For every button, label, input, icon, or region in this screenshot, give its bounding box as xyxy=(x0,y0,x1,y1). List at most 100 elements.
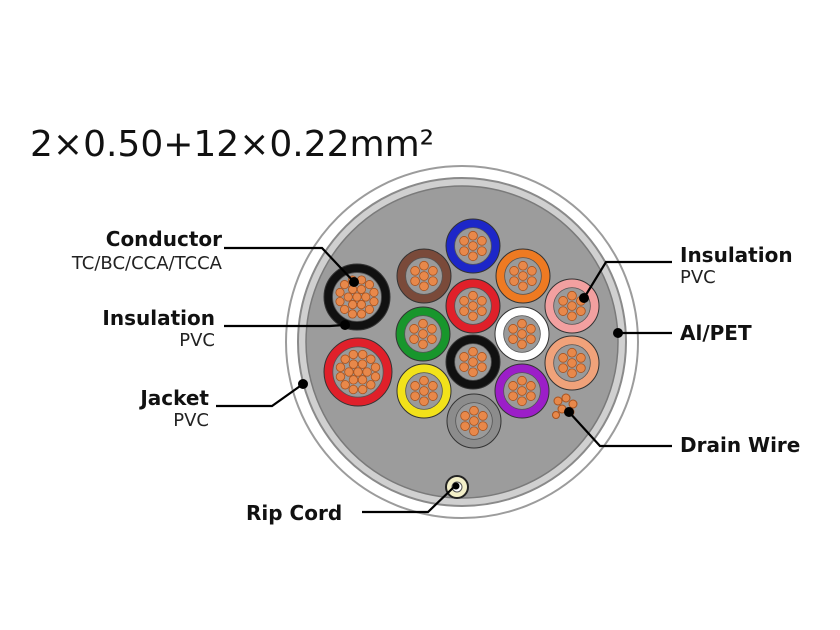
core-violet xyxy=(494,363,550,419)
jacket-leader xyxy=(216,383,304,408)
copper-strand xyxy=(526,334,536,344)
conductor-label: Conductor xyxy=(106,227,222,251)
copper-strand xyxy=(361,292,371,302)
copper-strand xyxy=(340,304,350,314)
core-red-large xyxy=(323,337,393,407)
core-gray xyxy=(446,393,502,449)
copper-strand xyxy=(410,391,420,401)
copper-strand xyxy=(558,363,568,373)
copper-strand xyxy=(478,421,488,431)
copper-strand xyxy=(369,296,379,307)
copper-strand xyxy=(460,411,470,421)
copper-strand xyxy=(418,339,428,350)
copper-strand xyxy=(348,359,359,369)
conductor-pointer-dot xyxy=(349,277,359,287)
copper-strand xyxy=(410,276,420,286)
copper-strand xyxy=(567,311,577,322)
copper-strand xyxy=(508,334,518,344)
copper-strand xyxy=(468,367,478,378)
copper-strand xyxy=(347,309,358,319)
core-salmon xyxy=(544,335,600,391)
copper-strand xyxy=(459,246,469,256)
copper-strand xyxy=(362,367,372,377)
copper-strand xyxy=(469,426,479,437)
insulation-right-label: Insulation xyxy=(680,243,793,267)
copper-strand xyxy=(370,362,381,372)
copper-strand xyxy=(558,306,568,316)
copper-strand xyxy=(459,362,469,372)
copper-strand xyxy=(419,386,429,396)
copper-strand xyxy=(459,306,469,316)
copper-strand xyxy=(460,421,470,431)
copper-strand xyxy=(419,396,429,407)
core-blue xyxy=(445,218,501,274)
copper-strand xyxy=(518,281,528,292)
copper-strand xyxy=(353,367,363,377)
core-brown xyxy=(396,248,452,304)
copper-strand xyxy=(517,375,527,386)
copper-strand xyxy=(335,372,346,382)
copper-strand xyxy=(419,271,429,281)
core-orange xyxy=(495,248,551,304)
copper-strand xyxy=(526,381,536,391)
copper-strand xyxy=(477,352,487,362)
copper-strand xyxy=(418,318,428,329)
copper-strand xyxy=(576,306,586,316)
copper-strand xyxy=(358,349,368,360)
copper-strand xyxy=(558,296,568,306)
insulation-left-sub-label: PVC xyxy=(179,330,215,351)
copper-strand xyxy=(340,380,350,390)
copper-strand xyxy=(357,375,368,385)
copper-strand xyxy=(366,380,376,390)
copper-strand xyxy=(576,363,586,373)
insulation-left-leader xyxy=(224,323,346,328)
copper-strand xyxy=(517,339,527,350)
al-pet-label: Al/PET xyxy=(680,321,752,345)
copper-strand xyxy=(508,324,518,334)
copper-strand xyxy=(468,290,478,301)
copper-strand xyxy=(419,281,429,292)
copper-strand xyxy=(418,329,428,339)
copper-strand xyxy=(356,284,366,294)
copper-strand xyxy=(477,306,487,316)
copper-strand xyxy=(567,358,577,368)
copper-strand xyxy=(366,354,376,364)
cable-cross-section xyxy=(285,165,639,519)
copper-strand xyxy=(477,246,487,256)
rip-cord-leader xyxy=(362,484,457,514)
copper-strand xyxy=(427,324,437,334)
copper-strand xyxy=(348,349,358,360)
insulation-left-pointer-dot xyxy=(340,320,350,330)
leader-lines xyxy=(216,246,672,514)
core-white xyxy=(494,306,550,362)
copper-strand xyxy=(517,396,527,407)
insulation-right-sub-label: PVC xyxy=(680,267,716,288)
copper-strand xyxy=(357,359,368,369)
copper-strand xyxy=(509,266,519,276)
diagram-title: 2×0.50+12×0.22mm² xyxy=(30,124,434,165)
copper-strand xyxy=(468,241,478,251)
core-black xyxy=(445,334,501,390)
copper-strand xyxy=(567,368,577,379)
copper-strand xyxy=(469,416,479,426)
jacket-sub-label: PVC xyxy=(173,410,209,431)
conductor-sub-label: TC/BC/CCA/TCCA xyxy=(71,253,223,274)
copper-strand xyxy=(468,230,478,241)
copper-strand xyxy=(364,304,374,314)
copper-strand xyxy=(340,280,350,290)
copper-strand xyxy=(352,292,362,302)
copper-strand xyxy=(526,391,536,401)
copper-strand xyxy=(427,334,437,344)
copper-strand xyxy=(477,236,487,246)
copper-strand xyxy=(508,381,518,391)
core-yellow xyxy=(396,363,452,419)
copper-strand xyxy=(459,296,469,306)
copper-strand xyxy=(419,260,429,271)
copper-strand xyxy=(567,301,577,311)
copper-strand xyxy=(428,381,438,391)
copper-strand xyxy=(477,296,487,306)
copper-strand xyxy=(468,311,478,322)
copper-strand xyxy=(335,287,345,298)
jacket-pointer-dot xyxy=(298,379,308,389)
copper-strand xyxy=(526,324,536,334)
